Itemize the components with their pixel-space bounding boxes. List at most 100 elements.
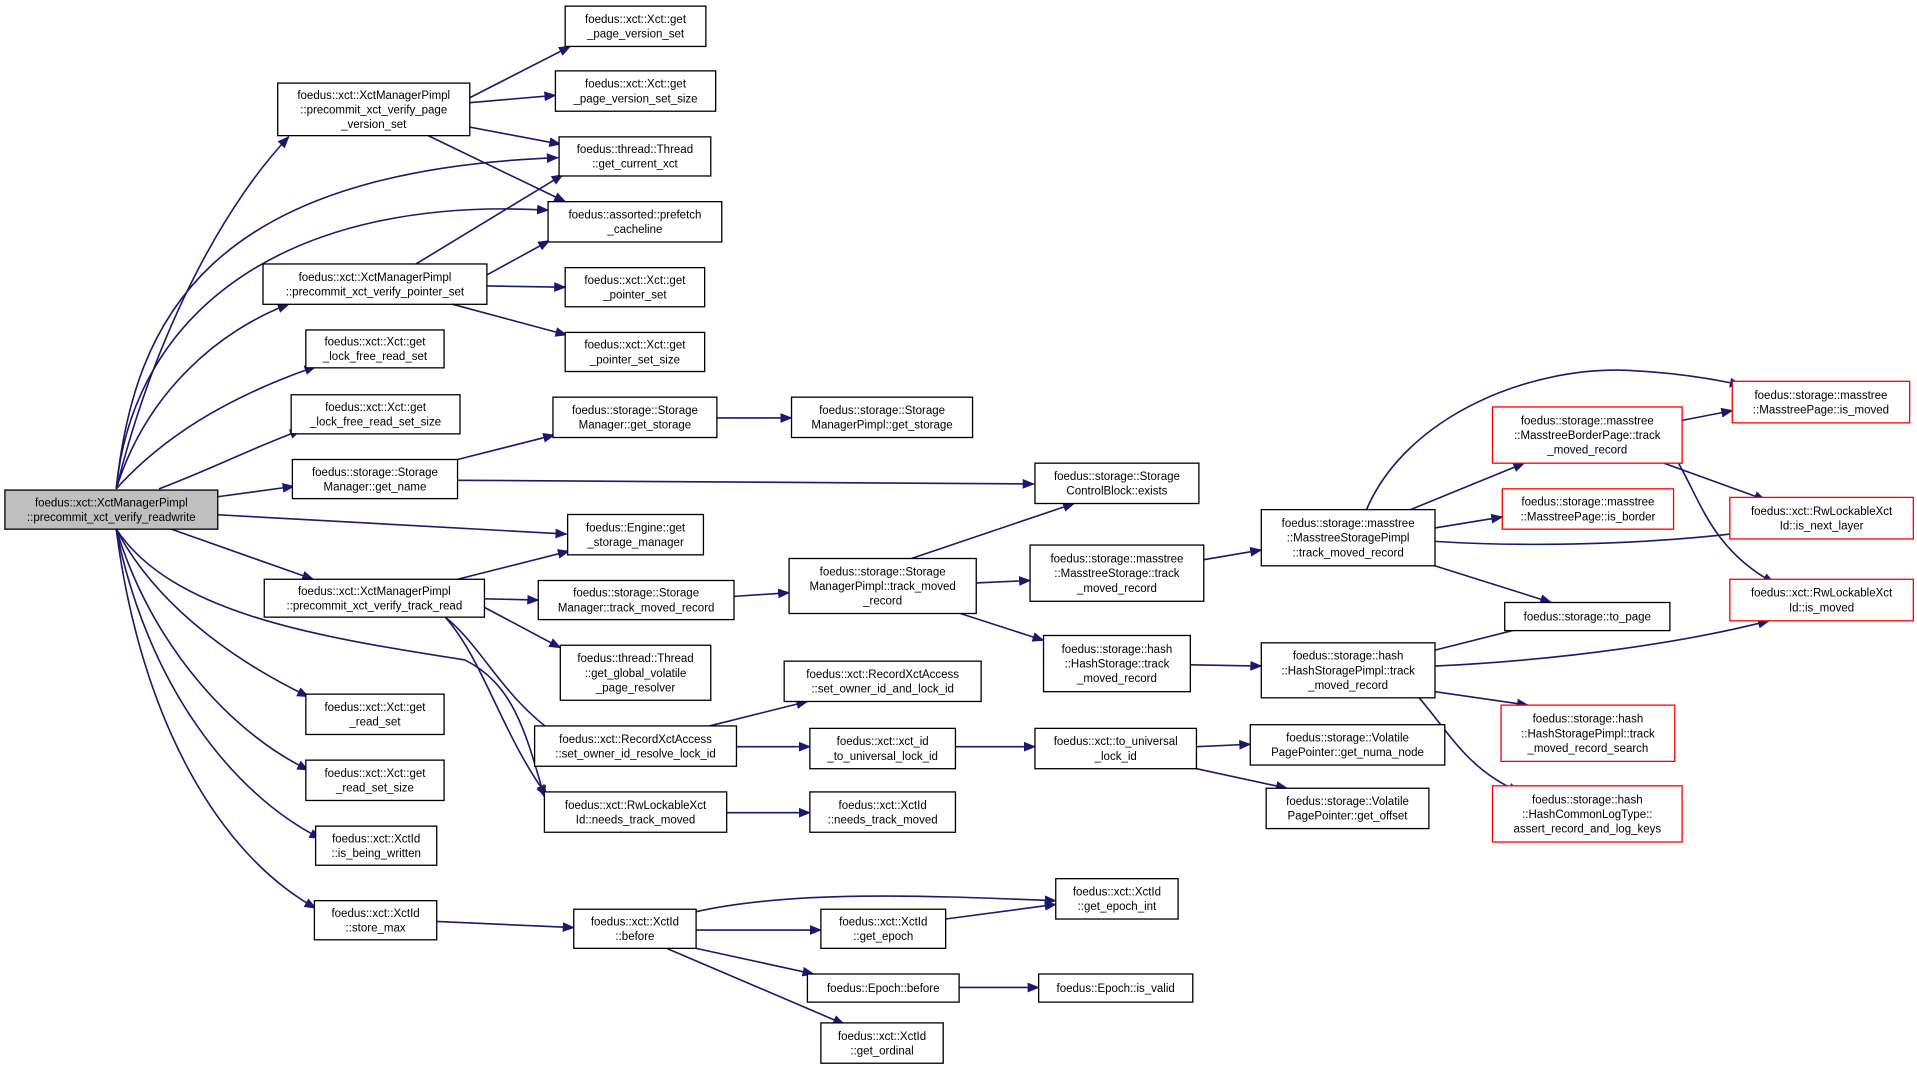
node-box — [547, 200, 723, 243]
node-label: ::MasstreePage::is_moved — [1753, 404, 1889, 416]
node-cbe[interactable]: foedus::storage::StorageControlBlock::ex… — [1034, 462, 1200, 505]
node-xidgei[interactable]: foedus::xct::XctId::get_epoch_int — [1055, 878, 1179, 920]
node-vps[interactable]: foedus::xct::XctManagerPimpl::precommit_… — [262, 263, 488, 305]
node-hstmr[interactable]: foedus::storage::hash::HashStorage::trac… — [1042, 634, 1191, 693]
node-box — [290, 394, 461, 435]
node-ggvpr[interactable]: foedus::thread::Thread::get_global_volat… — [559, 644, 712, 701]
node-gps[interactable]: foedus::xct::Xct::get_pointer_set — [564, 266, 706, 308]
node-epiv[interactable]: foedus::Epoch::is_valid — [1037, 973, 1194, 1003]
node-label: foedus::xct::Xct::get — [324, 337, 426, 349]
node-xidb[interactable]: foedus::xct::XctId::before — [573, 908, 697, 949]
node-epb[interactable]: foedus::Epoch::before — [806, 973, 960, 1003]
node-label: foedus::xct::Xct::get — [584, 275, 686, 287]
node-gpvs[interactable]: foedus::xct::Xct::get_page_version_set — [564, 5, 707, 48]
node-label: ::MasstreeStoragePimpl — [1287, 533, 1410, 545]
node-label: _lock_free_read_set_size — [309, 417, 441, 429]
node-mbptmr[interactable]: foedus::storage::masstree::MasstreeBorde… — [1491, 406, 1683, 464]
node-xidge[interactable]: foedus::xct::XctId::get_epoch — [820, 908, 947, 949]
node-smax[interactable]: foedus::xct::XctId::store_max — [313, 900, 438, 941]
node-root[interactable]: foedus::xct::XctManagerPimpl::precommit_… — [4, 489, 219, 530]
node-box — [566, 513, 705, 556]
edge-mbptmr-to-mpim — [1682, 407, 1734, 421]
node-topage[interactable]: foedus::storage::to_page — [1504, 601, 1671, 632]
edge-vtr-to-rxasr — [445, 617, 559, 736]
node-box — [809, 791, 957, 833]
node-box — [1037, 973, 1194, 1003]
node-grss[interactable]: foedus::xct::Xct::get_read_set_size — [305, 759, 445, 802]
node-glfrs[interactable]: foedus::xct::Xct::get_lock_free_read_set — [305, 329, 445, 369]
edge-mbptmr-to-rwinl — [1664, 463, 1767, 500]
node-label: ::HashStoragePimpl::track — [1281, 665, 1415, 677]
node-label: foedus::storage::masstree — [1754, 390, 1887, 402]
node-label: foedus::xct::XctManagerPimpl — [299, 272, 452, 284]
node-label: foedus::storage::Storage — [820, 566, 946, 578]
node-gpss[interactable]: foedus::xct::Xct::get_pointer_set_size — [564, 331, 706, 373]
node-label: Manager::get_name — [323, 481, 426, 493]
edge-root-to-ibw — [116, 529, 322, 838]
node-label: foedus::assorted::prefetch — [568, 210, 701, 222]
node-ibw[interactable]: foedus::xct::XctId::is_being_written — [314, 825, 438, 866]
node-label: ::is_being_written — [331, 848, 421, 860]
node-box — [533, 725, 738, 767]
node-label: ::HashStorage::track — [1065, 659, 1170, 671]
node-box — [1249, 724, 1446, 766]
node-hspt[interactable]: foedus::storage::hash::HashStoragePimpl:… — [1260, 642, 1436, 699]
node-label: foedus::xct::XctId — [839, 916, 927, 928]
edge-root-to-egsm — [213, 515, 568, 539]
edge-root-to-rwntm — [116, 529, 547, 798]
edge-xidb-to-xidgo — [667, 948, 846, 1024]
node-gpvss[interactable]: foedus::xct::Xct::get_page_version_set_s… — [554, 70, 717, 112]
node-box — [788, 557, 977, 615]
node-mpib[interactable]: foedus::storage::masstree::MasstreePage:… — [1501, 488, 1675, 530]
node-xtu[interactable]: foedus::xct::to_universal_lock_id — [1034, 727, 1198, 770]
node-box — [263, 578, 486, 618]
node-rwinl[interactable]: foedus::xct::RwLockableXctId::is_next_la… — [1729, 496, 1914, 540]
node-mpim[interactable]: foedus::storage::masstree::MasstreePage:… — [1731, 380, 1911, 424]
node-box — [1034, 727, 1198, 770]
node-label: PagePointer::get_offset — [1288, 811, 1409, 823]
nodes: foedus::xct::XctManagerPimpl::precommit_… — [4, 5, 1914, 1064]
node-glfrss[interactable]: foedus::xct::Xct::get_lock_free_read_set… — [290, 394, 461, 435]
node-egsm[interactable]: foedus::Engine::get_storage_manager — [566, 513, 705, 556]
edge-mspt-to-rwinl — [1435, 529, 1743, 544]
node-label: _moved_record — [1546, 445, 1627, 457]
node-mspt[interactable]: foedus::storage::masstree::MasstreeStora… — [1260, 508, 1436, 567]
node-box — [313, 900, 438, 941]
node-pfc[interactable]: foedus::assorted::prefetch_cacheline — [547, 200, 723, 243]
node-xidgo[interactable]: foedus::xct::XctId::get_ordinal — [820, 1022, 944, 1064]
node-mstmr[interactable]: foedus::storage::masstree::MasstreeStora… — [1029, 544, 1205, 602]
node-box — [305, 759, 445, 802]
node-hclt[interactable]: foedus::storage::hash::HashCommonLogType… — [1491, 785, 1683, 843]
node-grs[interactable]: foedus::xct::Xct::get_read_set — [305, 693, 445, 736]
node-box — [1042, 634, 1191, 693]
node-label: ::HashStoragePimpl::track — [1521, 728, 1655, 740]
edge-vps-to-gps — [487, 282, 567, 292]
node-smtmr[interactable]: foedus::storage::StorageManager::track_m… — [537, 579, 735, 621]
node-rxaso[interactable]: foedus::xct::RecordXctAccess::set_owner_… — [783, 660, 982, 703]
node-label: ::get_epoch — [853, 931, 913, 943]
node-smptmr[interactable]: foedus::storage::StorageManagerPimpl::tr… — [788, 557, 977, 615]
node-label: foedus::storage::hash — [1533, 714, 1644, 726]
node-gcx[interactable]: foedus::thread::Thread::get_current_xct — [558, 136, 712, 177]
edge-hspt-to-hsptmrs — [1435, 692, 1530, 709]
node-smgs[interactable]: foedus::storage::StorageManager::get_sto… — [552, 396, 718, 439]
node-hsptmrs[interactable]: foedus::storage::hash::HashStoragePimpl:… — [1500, 704, 1676, 763]
node-rxasr[interactable]: foedus::xct::RecordXctAccess::set_owner_… — [533, 725, 738, 767]
node-rwntm[interactable]: foedus::xct::RwLockableXctId::needs_trac… — [543, 791, 728, 833]
node-box — [1265, 787, 1430, 830]
node-label: ::precommit_xct_verify_readwrite — [27, 512, 196, 524]
node-xtul[interactable]: foedus::xct::xct_id_to_universal_lock_id — [809, 727, 957, 770]
node-label: _lock_free_read_set — [322, 351, 428, 363]
edge-xidb-to-epb — [696, 948, 815, 977]
node-vpgnn[interactable]: foedus::storage::VolatilePagePointer::ge… — [1249, 724, 1446, 766]
node-xidntm[interactable]: foedus::xct::XctId::needs_track_moved — [809, 791, 957, 833]
node-box — [4, 489, 219, 530]
node-box — [564, 266, 706, 308]
node-smpgs[interactable]: foedus::storage::StorageManagerPimpl::ge… — [790, 396, 974, 439]
node-vpvs[interactable]: foedus::xct::XctManagerPimpl::precommit_… — [277, 82, 471, 137]
node-label: PagePointer::get_numa_node — [1271, 747, 1424, 759]
node-vtr[interactable]: foedus::xct::XctManagerPimpl::precommit_… — [263, 578, 486, 618]
node-vpgo[interactable]: foedus::storage::VolatilePagePointer::ge… — [1265, 787, 1430, 830]
node-smgn[interactable]: foedus::storage::StorageManager::get_nam… — [291, 458, 459, 500]
